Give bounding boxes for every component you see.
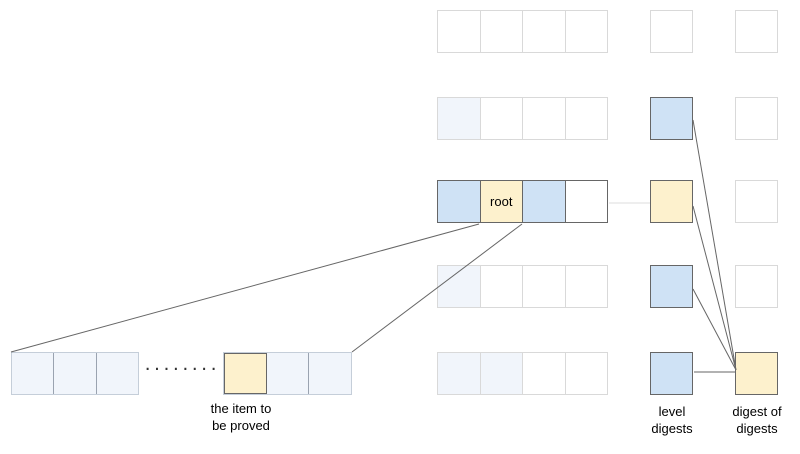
row-3-cell-1 [438, 181, 481, 222]
row-1-cell-1 [438, 11, 481, 52]
label-digest-of-digests: digest of digests [710, 403, 800, 437]
row-4-cell-3 [523, 266, 566, 307]
root-cell: root [480, 181, 523, 222]
row-1-cell-3 [523, 11, 566, 52]
digest-of-digests-cell-row-5 [735, 352, 778, 395]
digest-of-digests-cell-row-4 [735, 265, 778, 308]
label-level-line-2: digests [651, 421, 693, 436]
row-1-cell-2 [480, 11, 523, 52]
merkle-row-4 [437, 265, 608, 308]
row-4-cell-1 [438, 266, 481, 307]
row-5-cell-1 [438, 353, 481, 394]
label-level-digests: level digests [631, 403, 713, 437]
level-digest-row2-line [692, 119, 737, 371]
level-digest-cell-row-4 [650, 265, 693, 308]
label-digest-line-2: digests [736, 421, 778, 436]
digest-of-digests-cell-row-3 [735, 180, 778, 223]
row-1-cell-4 [565, 11, 607, 52]
row-4-cell-4 [565, 266, 607, 307]
row-2-cell-1 [438, 98, 481, 139]
level-digest-cell-row-5 [650, 352, 693, 395]
label-item-to-be-proved: the item to be proved [181, 400, 301, 434]
row-5-cell-3 [523, 353, 566, 394]
merkle-row-3: root [437, 180, 608, 223]
label-digest-line-1: digest of [732, 404, 782, 419]
row-3-cell-3 [523, 181, 566, 222]
leaf-cell-3 [96, 353, 138, 394]
leaf-cell-2 [54, 353, 97, 394]
leaf-row-item [223, 352, 352, 395]
level-digest-cell-row-3 [650, 180, 693, 223]
proof-span-line-left [10, 223, 480, 353]
row-4-cell-2 [480, 266, 523, 307]
merkle-row-5 [437, 352, 608, 395]
row-3-cell-4 [565, 181, 607, 222]
row-2-cell-4 [565, 98, 607, 139]
item-row-cell-3 [309, 353, 352, 394]
leaf-cell-1 [12, 353, 55, 394]
label-item-line-2: be proved [212, 418, 270, 433]
level-digest-row3-line [692, 205, 737, 371]
row-2-cell-2 [480, 98, 523, 139]
merkle-row-2 [437, 97, 608, 140]
row-2-cell-3 [523, 98, 566, 139]
label-item-line-1: the item to [210, 401, 272, 416]
item-row-cell-2 [266, 353, 310, 394]
leaf-row-left [11, 352, 139, 395]
merkle-row-1 [437, 10, 608, 53]
row-5-cell-2 [480, 353, 523, 394]
ellipsis-dots: ........ [144, 359, 220, 373]
row-5-cell-4 [565, 353, 607, 394]
digest-of-digests-cell-row-1 [735, 10, 778, 53]
root-cell-label: root [490, 194, 513, 209]
label-level-line-1: level [658, 404, 686, 419]
item-to-be-proved-cell [224, 353, 267, 394]
digest-of-digests-cell-row-2 [735, 97, 778, 140]
level-digest-cell-row-2 [650, 97, 693, 140]
level-digest-cell-row-1 [650, 10, 693, 53]
level-digest-row4-line [692, 288, 737, 371]
